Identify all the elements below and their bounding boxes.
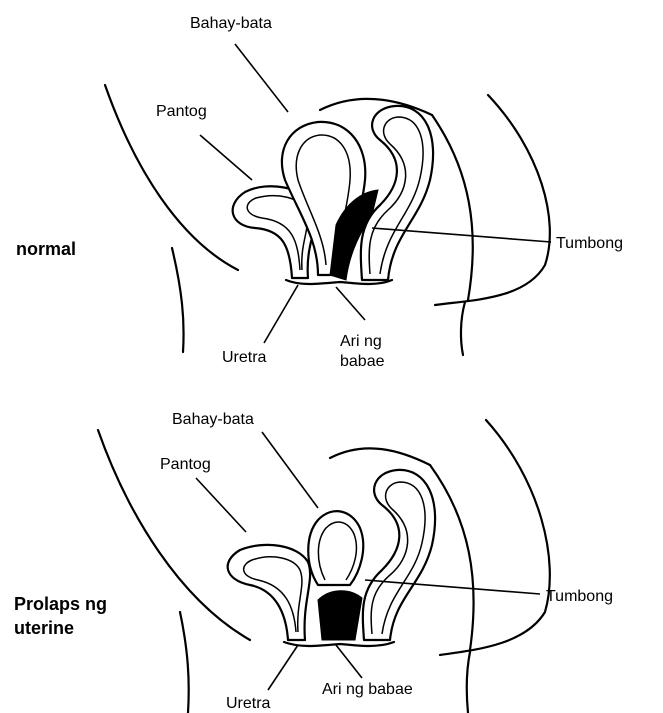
label-urethra: Uretra bbox=[226, 695, 271, 712]
leader-vagina bbox=[336, 287, 365, 320]
label-line: uterine bbox=[14, 618, 74, 638]
leader-vagina bbox=[336, 645, 362, 678]
panel-title: normal bbox=[16, 239, 76, 259]
panel-title: Prolaps ng uterine bbox=[14, 594, 107, 638]
label-rectum: Tumbong bbox=[546, 588, 613, 605]
leader-urethra bbox=[268, 645, 298, 690]
leader-bladder bbox=[200, 135, 252, 180]
label-uterus: Bahay-bata bbox=[172, 411, 254, 428]
label-urethra: Uretra bbox=[222, 349, 267, 366]
thigh-line bbox=[172, 248, 184, 352]
label-line: Ari ng bbox=[340, 333, 382, 350]
leader-bladder bbox=[196, 478, 246, 532]
back-curve-1 bbox=[430, 465, 474, 650]
buttock-line bbox=[467, 652, 470, 713]
label-line: babae bbox=[340, 353, 385, 370]
back-outline bbox=[330, 448, 430, 465]
leader-uterus bbox=[235, 44, 288, 112]
back-curve-1 bbox=[432, 115, 473, 300]
label-rectum: Tumbong bbox=[556, 235, 623, 252]
panel-normal: Bahay-bata Pantog Tumbong Uretra Ari ng b… bbox=[16, 15, 623, 370]
thigh-line bbox=[180, 612, 189, 713]
label-uterus: Bahay-bata bbox=[190, 15, 272, 32]
label-vagina: Ari ng babae bbox=[322, 681, 413, 698]
rectum-shape bbox=[363, 470, 435, 640]
leader-urethra bbox=[264, 285, 298, 343]
perineum-line bbox=[284, 642, 394, 646]
back-curve-2 bbox=[440, 420, 550, 655]
label-vagina: Ari ng babae bbox=[340, 333, 385, 370]
label-bladder: Pantog bbox=[160, 456, 211, 473]
label-line: Prolaps ng bbox=[14, 594, 107, 614]
buttock-line bbox=[461, 302, 465, 355]
vagina-canal bbox=[318, 591, 362, 640]
leader-uterus bbox=[262, 432, 318, 508]
back-curve-2 bbox=[435, 95, 550, 305]
label-bladder: Pantog bbox=[156, 103, 207, 120]
panel-prolapse: Bahay-bata Pantog Tumbong Uretra Ari ng … bbox=[14, 411, 613, 713]
